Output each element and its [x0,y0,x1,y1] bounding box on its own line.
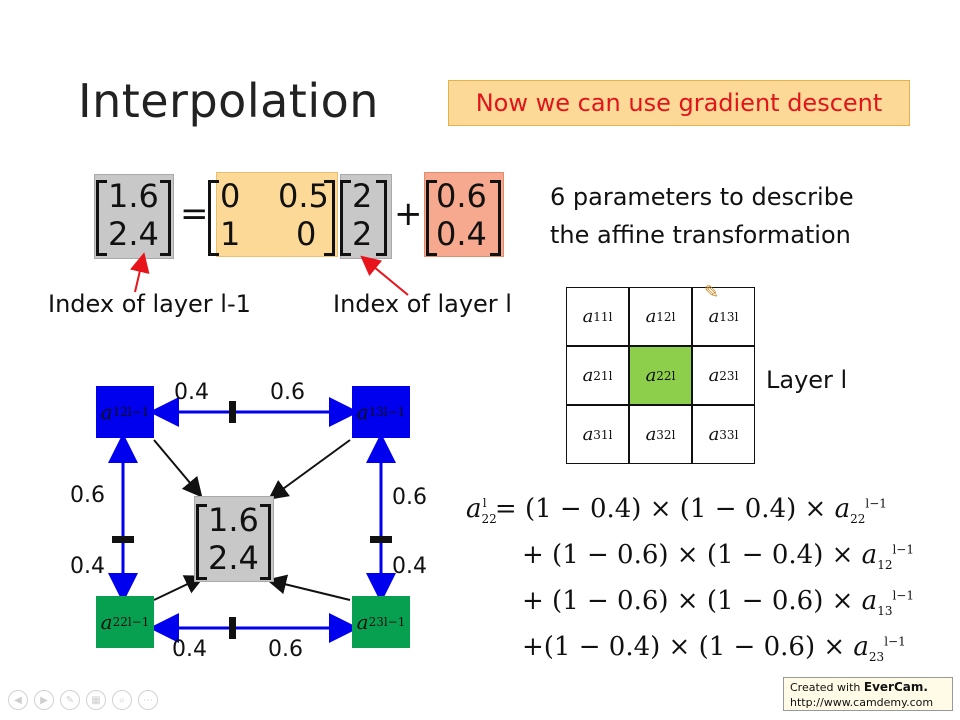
matrix-value: 0 [296,215,317,253]
params-line: the affine transformation [550,221,851,249]
bracket [340,180,351,256]
black-arrow [266,574,351,601]
lhs-value: 2.4 [108,215,159,253]
slideshow-toolbar: ◀ ▶ ✎ ▦ ⌕ ⋯ [8,690,158,712]
bias-value: 0.4 [436,215,487,253]
bracket [376,180,387,256]
red-arrow [129,252,150,293]
lhs-value: 1.6 [108,177,159,215]
bias-value: 0.6 [436,177,487,215]
index-cur-label: Index of layer l [333,290,512,318]
x-value: 2 [352,177,373,215]
params-line: 6 parameters to describe [550,183,854,211]
equals-sign: = [180,194,209,234]
slides-grid-icon[interactable]: ▦ [86,690,106,710]
equation-line-1: a22l = (1 − 0.4) × (1 − 0.4) × a22l−1 [466,494,887,527]
edge-label: 0.6 [268,637,303,662]
edge-label: 0.4 [70,554,105,579]
x-value: 2 [352,215,373,253]
bracket [96,180,107,256]
matrix-value: 0.5 [278,177,329,215]
center-value: 2.4 [208,539,259,577]
bracket [208,180,219,256]
black-arrow [267,439,351,500]
equation-line-4: +(1 − 0.4) × (1 − 0.6) × a23l−1 [522,632,906,665]
red-arrow [360,255,409,296]
slide-title: Interpolation [78,74,379,128]
bias-vector-box [424,172,504,257]
prev-slide-icon[interactable]: ◀ [8,690,28,710]
split-tick [229,617,236,639]
bracket [196,504,207,580]
plus-sign: + [394,194,423,234]
edge-label: 0.4 [172,637,207,662]
next-slide-icon[interactable]: ▶ [34,690,54,710]
black-arrow [153,575,206,601]
x-vector-box [340,174,392,259]
bracket [324,180,335,256]
split-tick [112,536,134,543]
transform-matrix-box [216,172,338,257]
equation-line-3: + (1 − 0.6) × (1 − 0.6) × a13l−1 [522,586,914,619]
gradient-descent-banner: Now we can use gradient descent [448,80,910,126]
lhs-vector-box [94,174,174,259]
zoom-icon[interactable]: ⌕ [112,690,132,710]
split-tick [229,401,236,423]
pencil-cursor-icon: ✎ [704,282,720,303]
edge-label: 0.6 [270,380,305,405]
matrix-value: 1 [220,215,241,253]
layer-label: Layer l [766,366,848,394]
bracket [490,180,501,256]
edge-label: 0.6 [392,485,427,510]
evercam-watermark[interactable]: Created with EverCam. http://www.camdemy… [783,677,953,711]
edge-label: 0.4 [174,380,209,405]
black-arrow [153,439,203,498]
split-tick [370,536,392,543]
bracket [426,180,437,256]
params-note: 6 parameters to describe the affine tran… [550,178,854,254]
pen-icon[interactable]: ✎ [60,690,80,710]
bracket [260,504,271,580]
matrix-value: 0 [220,177,241,215]
edge-label: 0.6 [70,483,105,508]
equation-line-2: + (1 − 0.6) × (1 − 0.4) × a12l−1 [522,540,914,573]
index-prev-label: Index of layer l-1 [48,290,251,318]
edge-label: 0.4 [392,554,427,579]
center-vector-box [194,496,274,582]
bracket [160,180,171,256]
more-options-icon[interactable]: ⋯ [138,690,158,710]
center-value: 1.6 [208,501,259,539]
